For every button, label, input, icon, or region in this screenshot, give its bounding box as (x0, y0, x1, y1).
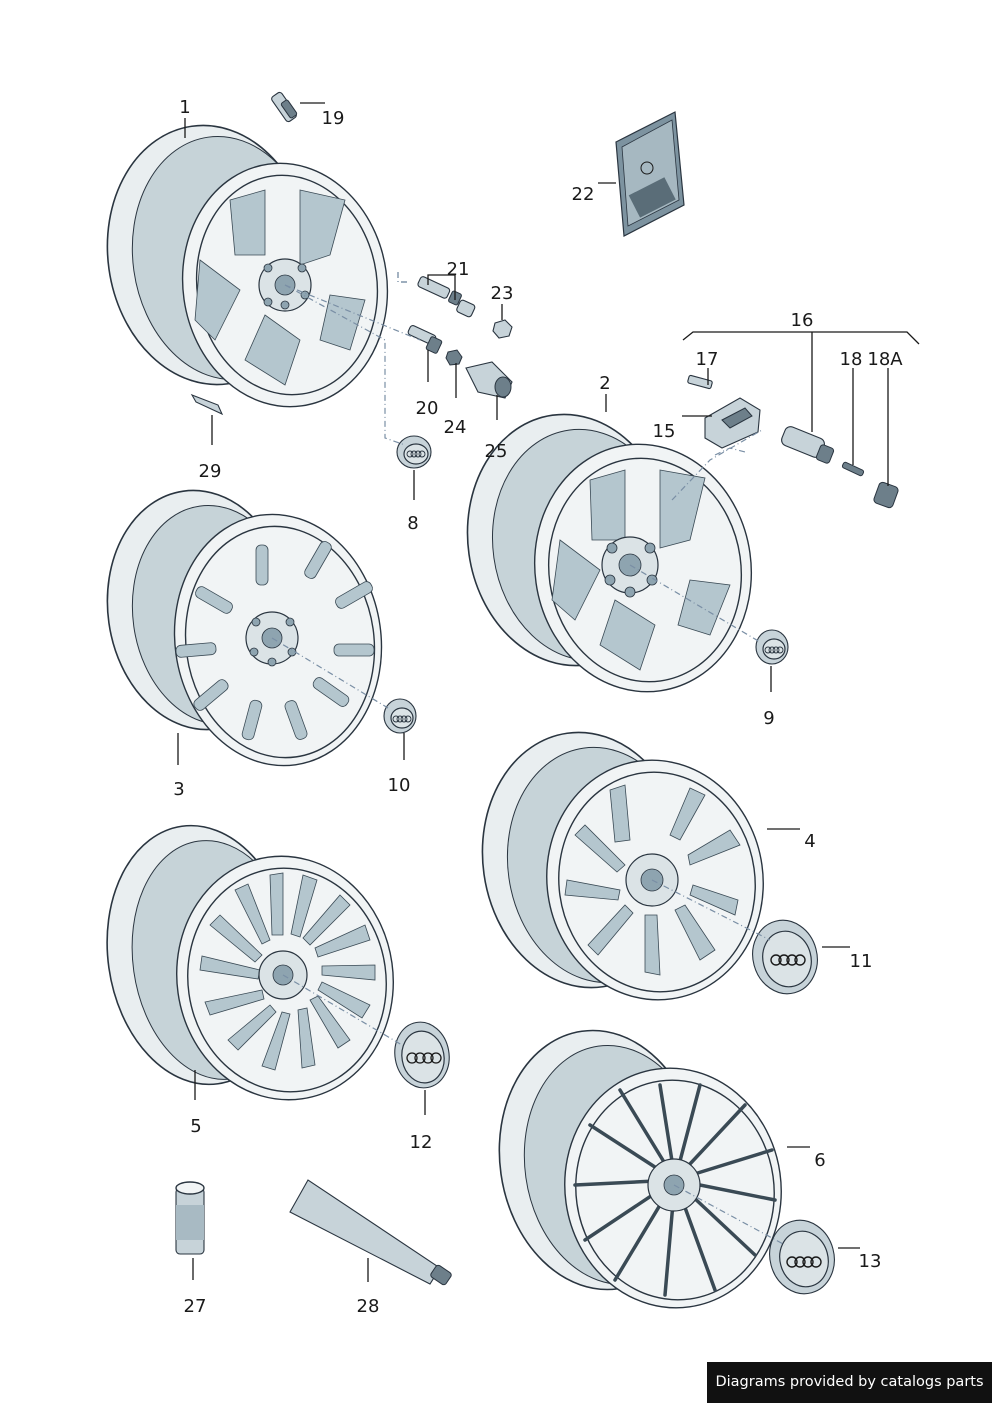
hub-cap-9 (755, 629, 789, 665)
wheel-1 (106, 124, 389, 408)
callout-12: 12 (410, 1132, 433, 1153)
bolt-20 (407, 324, 443, 354)
wheel-6 (498, 1029, 782, 1309)
callout-17: 17 (696, 349, 719, 370)
callout-9: 9 (763, 708, 774, 729)
adapter-25 (465, 361, 513, 399)
grease-tube-28 (289, 1179, 452, 1286)
hub-cap-11 (752, 919, 818, 995)
callout-3: 3 (173, 779, 184, 800)
callout-2: 2 (599, 373, 610, 394)
callout-15: 15 (653, 421, 676, 442)
callout-18: 18 (840, 349, 863, 370)
callout-6: 6 (814, 1150, 825, 1171)
balance-weight-29 (190, 393, 224, 416)
callout-8: 8 (407, 513, 418, 534)
cylinder-27 (175, 1181, 205, 1255)
callout-25: 25 (485, 441, 508, 462)
callout-24: 24 (444, 417, 467, 438)
callout-21: 21 (447, 259, 470, 280)
callout-29: 29 (199, 461, 222, 482)
screw-17 (687, 374, 713, 390)
callout-11: 11 (850, 951, 873, 972)
callout-28: 28 (357, 1296, 380, 1317)
hub-cap-8 (396, 435, 432, 469)
callout-16: 16 (791, 310, 814, 331)
callout-20: 20 (416, 398, 439, 419)
nut-23 (492, 319, 513, 339)
valve-16 (781, 426, 835, 464)
leader-lines (177, 102, 920, 1282)
callout-27: 27 (184, 1296, 207, 1317)
callout-18a: 18A (867, 349, 903, 370)
kit-package-22 (615, 111, 685, 237)
wheel-2 (466, 413, 753, 693)
hub-cap-12 (394, 1021, 450, 1089)
wheel-5 (106, 824, 394, 1101)
callout-4: 4 (804, 831, 815, 852)
footer-credit: Diagrams provided by catalogs parts (707, 1362, 992, 1403)
valve-core-18 (841, 461, 865, 477)
hub-cap-13 (769, 1219, 835, 1295)
callout-22: 22 (572, 184, 595, 205)
valve-19 (271, 91, 298, 123)
callout-10: 10 (388, 775, 411, 796)
callouts: 1 19 21 23 22 16 17 18 18A 2 20 15 24 25… (173, 97, 903, 1317)
wheel-4 (481, 731, 764, 1001)
callout-5: 5 (190, 1116, 201, 1137)
tpms-sensor-15 (704, 397, 761, 449)
valve-cap-18a (873, 481, 899, 509)
callout-23: 23 (491, 283, 514, 304)
nut-24 (445, 349, 463, 366)
hub-cap-10 (383, 698, 417, 734)
callout-13: 13 (859, 1251, 882, 1272)
wheel-bolt-21 (417, 276, 476, 318)
callout-1: 1 (179, 97, 190, 118)
callout-19: 19 (322, 108, 345, 129)
wheel-3 (106, 489, 383, 767)
